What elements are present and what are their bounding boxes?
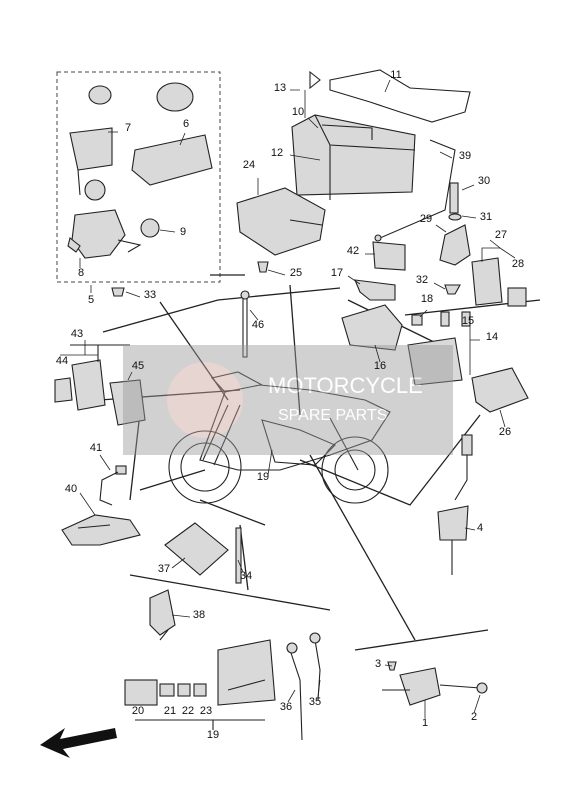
leader-lines bbox=[60, 79, 516, 718]
callout-label-4: 4 bbox=[477, 522, 483, 534]
main-switch-set bbox=[67, 82, 213, 297]
callout-label-28: 28 bbox=[512, 258, 524, 270]
lock-set-group-box bbox=[56, 71, 221, 283]
callout-label-39: 39 bbox=[459, 150, 471, 162]
callout-label-9: 9 bbox=[180, 226, 186, 238]
callout-label-10: 10 bbox=[292, 106, 304, 118]
callout-label-41: 41 bbox=[90, 442, 102, 454]
callout-label-42: 42 bbox=[347, 245, 359, 257]
callout-label-17: 17 bbox=[331, 267, 343, 279]
callout-label-23: 23 bbox=[200, 705, 212, 717]
callout-label-13: 13 bbox=[274, 82, 286, 94]
callout-label-40: 40 bbox=[65, 483, 77, 495]
guide-lines bbox=[99, 274, 541, 651]
callout-label-1: 1 bbox=[422, 717, 428, 729]
callout-label-24: 24 bbox=[243, 159, 255, 171]
callout-label-8: 8 bbox=[78, 267, 84, 279]
callout-label-19: 19 bbox=[257, 471, 269, 483]
callout-label-18: 18 bbox=[421, 293, 433, 305]
callout-label-7: 7 bbox=[125, 122, 131, 134]
motorcycle bbox=[168, 371, 391, 504]
callout-label-33: 33 bbox=[144, 289, 156, 301]
lower-parts bbox=[124, 522, 488, 741]
ecu-unit bbox=[236, 187, 326, 273]
callout-label-12: 12 bbox=[271, 147, 283, 159]
front-direction-arrow bbox=[40, 728, 117, 758]
callout-label-27: 27 bbox=[495, 229, 507, 241]
left-side-parts bbox=[54, 290, 250, 546]
callout-label-20: 20 bbox=[132, 705, 144, 717]
callout-label-38: 38 bbox=[193, 609, 205, 621]
watermark: MOTORCYCLE SPARE PARTS bbox=[123, 345, 453, 455]
callout-label-44: 44 bbox=[56, 355, 68, 367]
callout-label-21: 21 bbox=[164, 705, 176, 717]
callout-label-35: 35 bbox=[309, 696, 321, 708]
relay-and-starter-parts bbox=[341, 182, 529, 575]
callout-label-22: 22 bbox=[182, 705, 194, 717]
callout-label-34: 34 bbox=[240, 570, 252, 582]
callout-label-32: 32 bbox=[416, 274, 428, 286]
watermark-line1: MOTORCYCLE bbox=[268, 373, 423, 398]
callout-label-45: 45 bbox=[132, 360, 144, 372]
callout-label-19b: 19 bbox=[207, 729, 219, 741]
callout-label-36: 36 bbox=[280, 701, 292, 713]
callout-label-26: 26 bbox=[499, 426, 511, 438]
callout-label-31: 31 bbox=[480, 211, 492, 223]
watermark-line2: SPARE PARTS bbox=[278, 407, 387, 424]
callout-label-14: 14 bbox=[486, 331, 498, 343]
callout-label-43: 43 bbox=[71, 328, 83, 340]
callout-label-25: 25 bbox=[290, 267, 302, 279]
callout-label-37: 37 bbox=[158, 563, 170, 575]
callout-label-11: 11 bbox=[390, 69, 401, 81]
battery-assembly bbox=[291, 69, 471, 242]
callout-label-2: 2 bbox=[471, 711, 477, 723]
callout-label-30: 30 bbox=[478, 175, 490, 187]
callout-label-6: 6 bbox=[183, 118, 189, 130]
callout-label-5: 5 bbox=[88, 294, 94, 306]
callout-label-16: 16 bbox=[374, 360, 386, 372]
callout-label-3: 3 bbox=[375, 658, 381, 670]
callout-label-29: 29 bbox=[420, 213, 432, 225]
callout-label-15: 15 bbox=[462, 315, 474, 327]
callout-label-46: 46 bbox=[252, 319, 264, 331]
